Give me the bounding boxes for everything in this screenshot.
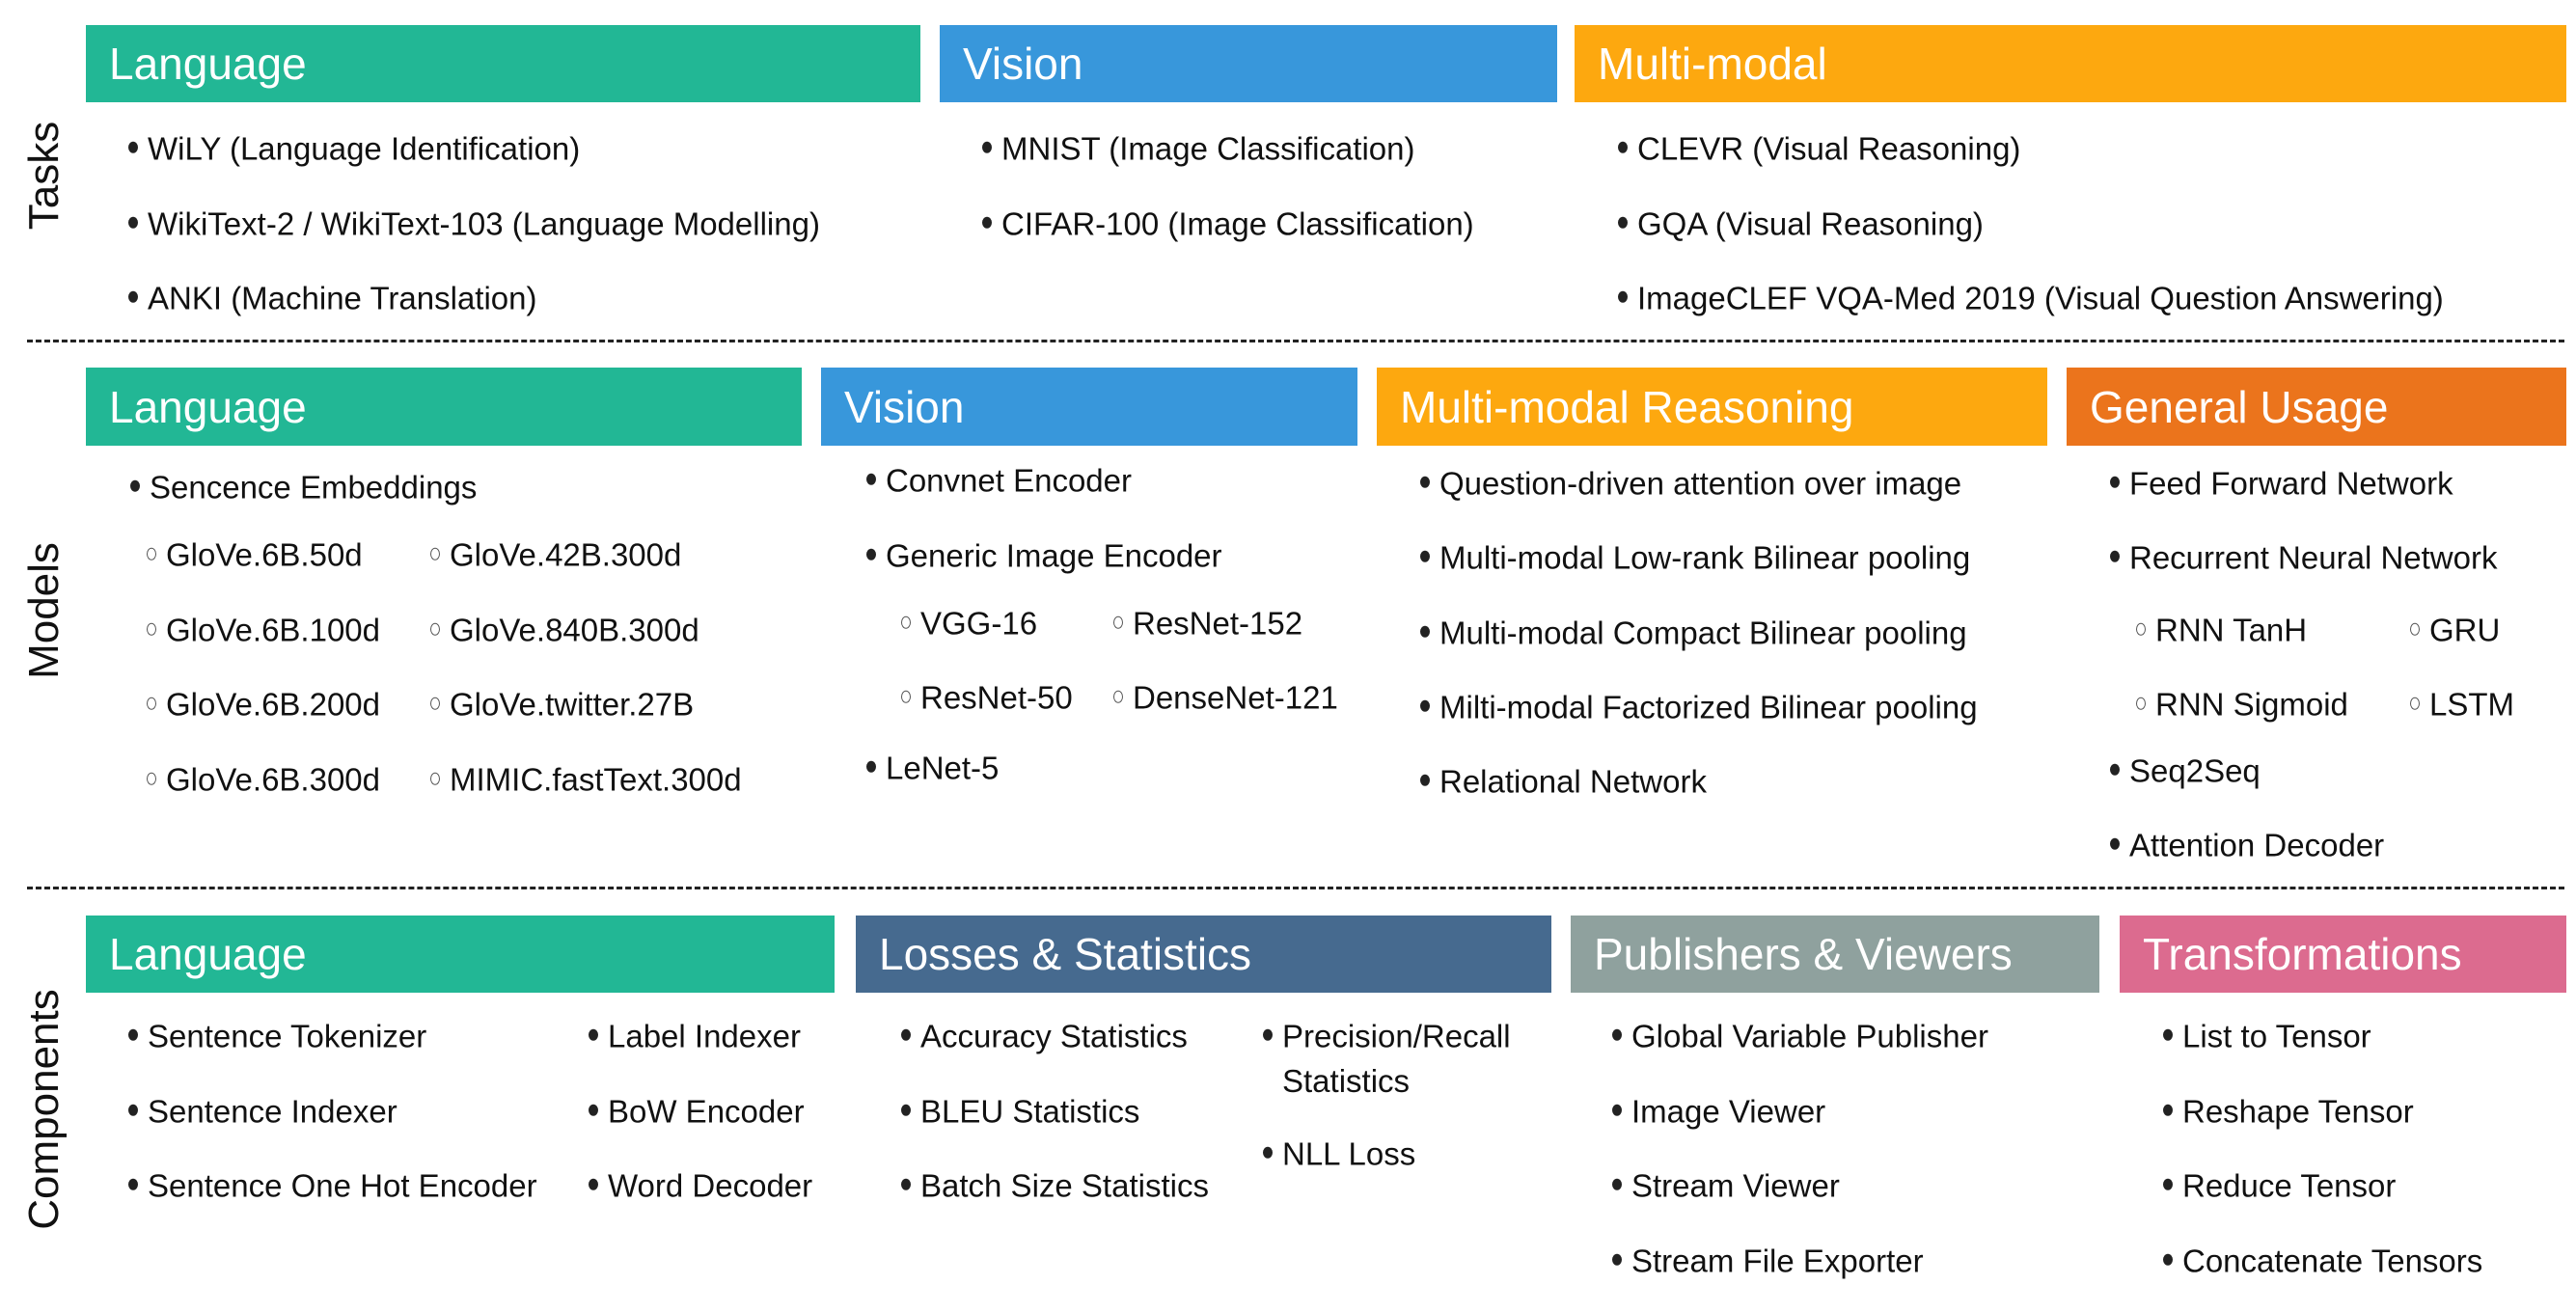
list-item: Label Indexer xyxy=(589,1016,801,1059)
list-item: Attention Decoder xyxy=(2109,825,2384,868)
list-item: Concatenate Tensors xyxy=(2162,1241,2482,1284)
components-transformations-header: Transformations xyxy=(2120,916,2566,993)
list-item-continuation: Statistics xyxy=(1282,1063,1411,1099)
sub-item: GloVe.6B.100d xyxy=(146,610,380,653)
list-item: Batch Size Statistics xyxy=(901,1165,1209,1209)
models-general-header: General Usage xyxy=(2067,368,2566,446)
list-item: Stream File Exporter xyxy=(1612,1241,1924,1284)
list-item: Image Viewer xyxy=(1611,1091,1825,1134)
section-label-models: Models xyxy=(20,542,68,679)
list-item: Stream Viewer xyxy=(1612,1165,1840,1209)
list-item: Sencence Embeddings xyxy=(129,467,477,510)
list-item: Question-driven attention over image xyxy=(1419,463,1961,506)
list-item: WikiText-2 / WikiText-103 (Language Mode… xyxy=(128,204,820,247)
list-item: ANKI (Machine Translation) xyxy=(128,278,537,321)
sub-item: LSTM xyxy=(2409,684,2514,727)
list-item: Reduce Tensor xyxy=(2162,1165,2396,1209)
section-label-components: Components xyxy=(20,989,68,1230)
list-item: CLEVR (Visual Reasoning) xyxy=(1617,128,2020,172)
list-item: LeNet-5 xyxy=(865,748,999,791)
list-item: Relational Network xyxy=(1420,761,1707,805)
sub-item: GloVe.6B.300d xyxy=(146,759,380,803)
sub-item: GloVe.twitter.27B xyxy=(429,684,694,727)
components-losses-header: Losses & Statistics xyxy=(856,916,1551,993)
list-item: Word Decoder xyxy=(588,1165,812,1209)
sub-item: ResNet-152 xyxy=(1112,603,1302,646)
list-item: BLEU Statistics xyxy=(900,1091,1139,1134)
list-item: GQA (Visual Reasoning) xyxy=(1618,204,1984,247)
list-item: NLL Loss xyxy=(1262,1134,1415,1177)
list-item: Multi-modal Compact Bilinear pooling xyxy=(1420,613,1967,656)
models-reasoning-header: Multi-modal Reasoning xyxy=(1377,368,2047,446)
list-item: Feed Forward Network xyxy=(2110,463,2453,506)
sub-item: GloVe.42B.300d xyxy=(429,534,681,578)
list-item: CIFAR-100 (Image Classification) xyxy=(982,204,1474,247)
sub-item: ResNet-50 xyxy=(901,677,1073,721)
section-divider xyxy=(27,340,2564,342)
sub-item: RNN Sigmoid xyxy=(2136,684,2348,727)
list-item: WiLY (Language Identification) xyxy=(127,128,580,172)
list-item: ImageCLEF VQA-Med 2019 (Visual Question … xyxy=(1618,278,2444,321)
sub-item: DenseNet-121 xyxy=(1113,677,1338,721)
list-item: Reshape Tensor xyxy=(2163,1091,2414,1134)
components-publishers-header: Publishers & Viewers xyxy=(1571,916,2099,993)
sub-item: MIMIC.fastText.300d xyxy=(430,759,742,803)
list-item: Seq2Seq xyxy=(2110,751,2261,794)
list-item: Sentence Indexer xyxy=(128,1091,397,1134)
list-item: Sentence Tokenizer xyxy=(127,1016,426,1059)
list-item: Convnet Encoder xyxy=(866,460,1132,504)
section-label-tasks: Tasks xyxy=(20,121,68,231)
tasks-vision-header: Vision xyxy=(940,25,1557,102)
sub-item: GRU xyxy=(2409,610,2500,653)
list-item: Multi-modal Low-rank Bilinear pooling xyxy=(1419,537,1970,581)
models-language-header: Language xyxy=(86,368,802,446)
list-item: Milti-modal Factorized Bilinear pooling xyxy=(1420,687,1978,730)
list-item: Accuracy Statistics xyxy=(901,1016,1188,1059)
list-item: MNIST (Image Classification) xyxy=(982,128,1415,172)
list-item: BoW Encoder xyxy=(589,1091,805,1134)
sub-item: RNN TanH xyxy=(2135,610,2307,653)
list-item: Precision/Recall xyxy=(1263,1016,1511,1059)
list-item: Generic Image Encoder xyxy=(866,535,1222,579)
sub-item: VGG-16 xyxy=(900,603,1037,646)
list-item: List to Tensor xyxy=(2163,1016,2371,1059)
sub-item: GloVe.840B.300d xyxy=(430,610,699,653)
components-language-header: Language xyxy=(86,916,835,993)
tasks-language-header: Language xyxy=(86,25,920,102)
tasks-multimodal-header: Multi-modal xyxy=(1575,25,2566,102)
list-item: Sentence One Hot Encoder xyxy=(128,1165,537,1209)
sub-item: GloVe.6B.200d xyxy=(146,684,380,727)
sub-item: GloVe.6B.50d xyxy=(147,534,363,578)
models-vision-header: Vision xyxy=(821,368,1357,446)
section-divider xyxy=(27,887,2564,889)
list-item: Global Variable Publisher xyxy=(1612,1016,1988,1059)
list-item: Recurrent Neural Network xyxy=(2109,537,2497,581)
